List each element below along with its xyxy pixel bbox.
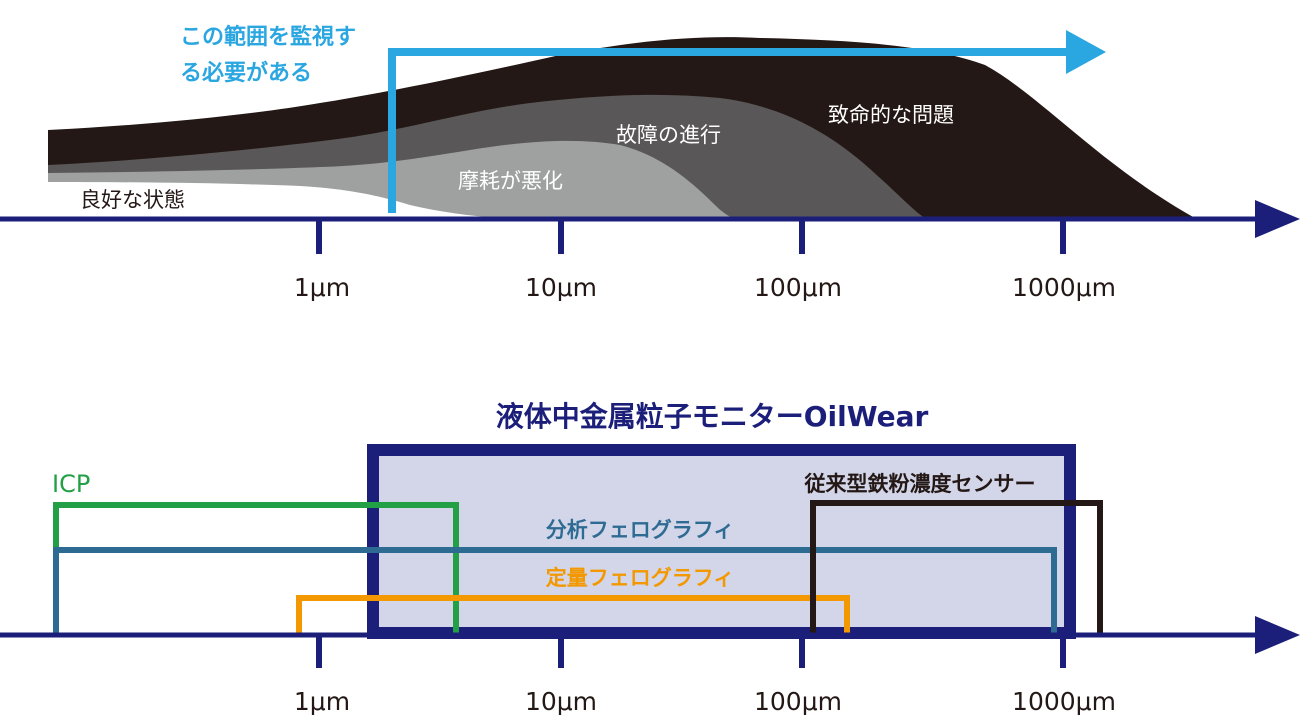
stage-label-wear-worse: 摩耗が悪化: [458, 169, 563, 193]
top-tick-label-10um: 10μm: [525, 273, 597, 302]
stage-label-fatal: 致命的な問題: [828, 103, 954, 127]
bottom-tick-label-10um: 10μm: [525, 687, 597, 716]
stage-label-good: 良好な状態: [80, 188, 185, 212]
monitor-range-line: [388, 48, 1072, 213]
top-axis-arrowhead: [1255, 200, 1300, 238]
oilwear-title: 液体中金属粒子モニターOilWear: [496, 400, 929, 433]
analytical-ferrography-label: 分析フェログラフィ: [546, 518, 735, 542]
measurement-range-panel: 液体中金属粒子モニターOilWear ICP 分析フェログラフィ 定量フェログラ…: [0, 400, 1300, 716]
top-tick-label-100um: 100μm: [754, 273, 842, 302]
monitor-note-line2: る必要がある: [180, 60, 312, 86]
monitor-range-arrowhead: [1066, 30, 1106, 74]
bottom-tick-label-100um: 100μm: [754, 687, 842, 716]
conventional-sensor-range: [810, 500, 1103, 634]
monitor-note-line1: この範囲を監視す: [180, 24, 356, 50]
bottom-axis-ticks: [316, 637, 1066, 668]
top-tick-label-1um: 1μm: [294, 273, 350, 302]
quantitative-ferrography-label: 定量フェログラフィ: [546, 566, 735, 590]
bottom-axis-arrowhead: [1255, 616, 1300, 654]
oilwear-range-box: [367, 444, 1076, 639]
wear-stage-panel: 良好な状態 摩耗が悪化 故障の進行 致命的な問題 この範囲を監視す る必要がある…: [0, 24, 1300, 302]
conventional-sensor-label: 従来型鉄粉濃度センサー: [804, 472, 1036, 496]
bottom-tick-label-1000um: 1000μm: [1012, 687, 1116, 716]
quantitative-ferrography-range: [296, 595, 850, 634]
stage-label-failure-progress: 故障の進行: [616, 123, 721, 147]
top-tick-label-1000um: 1000μm: [1012, 273, 1116, 302]
analytical-ferrography-range: [53, 547, 1057, 634]
top-axis-ticks: [316, 221, 1066, 254]
good-region: [48, 182, 500, 218]
icp-label: ICP: [52, 470, 90, 498]
bottom-tick-label-1um: 1μm: [294, 687, 350, 716]
